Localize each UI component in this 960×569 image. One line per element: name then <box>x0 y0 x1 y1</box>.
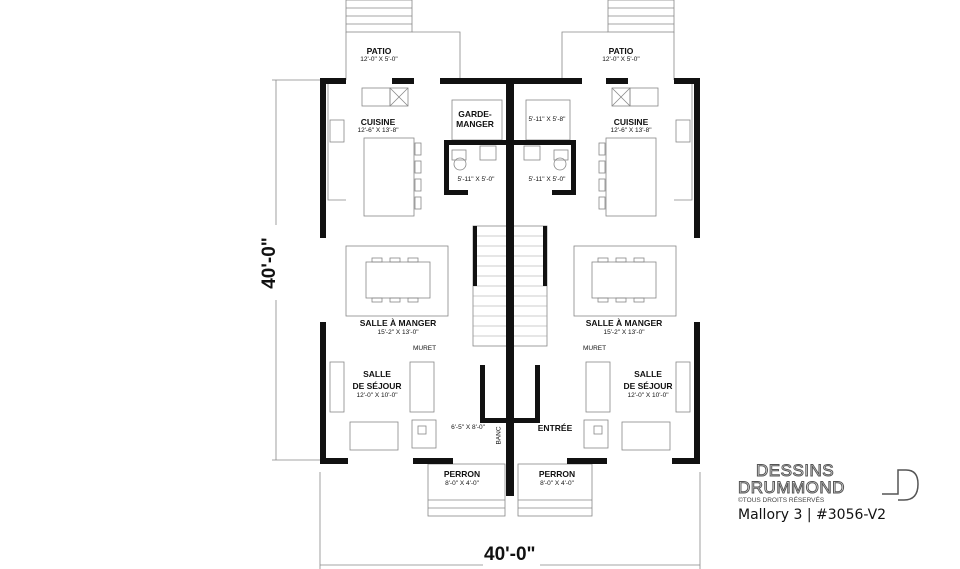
room-size-cuisine-left: 12'-6" X 13'-8" <box>357 127 399 134</box>
depth-dimension: 40'-0" <box>258 237 280 289</box>
note-banc: BANC <box>495 426 503 445</box>
room-label-garde-manger-line2: MANGER <box>456 119 494 129</box>
room-label-dining-left: SALLE À MANGER <box>359 318 437 328</box>
room-size-perron-left: 8'-0" X 4'-0" <box>445 480 479 487</box>
brand-rights: ©TOUS DROITS RÉSERVÉS <box>738 497 825 504</box>
room-label-entree-right: ENTRÉE <box>537 423 573 433</box>
brand-line2: DRUMMOND <box>738 478 845 497</box>
brand-logo: DESSINS DRUMMOND ©TOUS DROITS RÉSERVÉS M… <box>738 462 928 523</box>
room-label-perron-left: PERRON <box>443 469 481 479</box>
room-label-patio-right: PATIO <box>608 46 634 56</box>
room-size-patio-right: 12'-0" X 5'-0" <box>602 56 640 63</box>
note-muret-left: MURET <box>413 345 437 352</box>
room-size-bath-left: 5'-11" X 5'-0" <box>457 176 495 183</box>
room-label-sejour-right-line1: SALLE <box>634 369 662 379</box>
room-label-cuisine-right: CUISINE <box>613 117 649 127</box>
room-size-dining-left: 15'-2" X 13'-0" <box>377 329 419 336</box>
room-label-perron-right: PERRON <box>538 469 576 479</box>
room-size-sejour-left: 12'-0" X 10'-0" <box>356 392 398 399</box>
room-size-patio-left: 12'-0" X 5'-0" <box>360 56 398 63</box>
room-label-dining-right: SALLE À MANGER <box>585 318 663 328</box>
room-size-entree-left: 6'-5" X 8'-0" <box>451 424 485 431</box>
room-size-perron-right: 8'-0" X 4'-0" <box>540 480 574 487</box>
room-label-patio-left: PATIO <box>366 46 392 56</box>
room-label-sejour-left-line1: SALLE <box>363 369 391 379</box>
model-title: Mallory 3 | #3056-V2 <box>738 507 887 523</box>
width-dimension: 40'-0" <box>484 544 536 565</box>
room-label-garde-manger-line1: GARDE- <box>458 109 492 119</box>
room-size-sejour-right: 12'-0" X 10'-0" <box>627 392 669 399</box>
brand-mark-icon <box>882 469 919 501</box>
room-size-cuisine-right: 12'-6" X 13'-8" <box>610 127 652 134</box>
room-size-bath-right: 5'-11" X 5'-0" <box>528 176 566 183</box>
room-size-rangement-right: 5'-11" X 5'-8" <box>528 116 566 123</box>
brand-line1: DESSINS <box>756 461 835 480</box>
room-label-sejour-right-line2: DE SÉJOUR <box>623 381 673 391</box>
room-size-dining-right: 15'-2" X 13'-0" <box>603 329 645 336</box>
note-muret-right: MURET <box>583 345 607 352</box>
room-label-sejour-left-line2: DE SÉJOUR <box>352 381 402 391</box>
room-label-cuisine-left: CUISINE <box>360 117 396 127</box>
